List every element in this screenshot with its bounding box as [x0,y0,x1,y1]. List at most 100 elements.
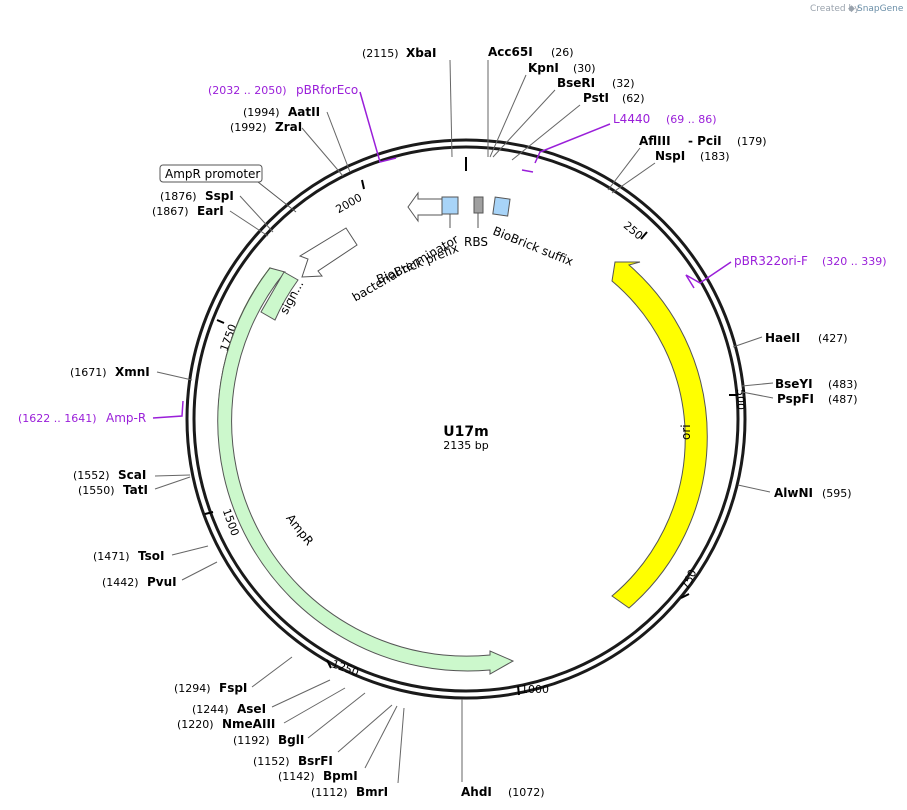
leader-pspfi [741,391,774,399]
leader-haeii [732,336,763,348]
site-bpmi-pos: (1142) [278,770,315,783]
site-nmeaiii-pos: (1220) [177,718,214,731]
ampr-outline-arc [217,267,499,667]
site-xbai-name: XbaI [406,46,436,60]
leader-bseyi [741,382,774,387]
primer-pbrforeco-range: (2032 .. 2050) [208,84,287,97]
leader-zrai [301,127,344,177]
site-pcii-name: - PciI [688,134,722,148]
leader-xmni [156,371,193,381]
site-pspfi-pos: (487) [828,393,858,406]
site-pcii-pos: (179) [737,135,767,148]
site-alwni-pos: (595) [822,487,852,500]
site-bsrfi-name: BsrFI [298,754,333,768]
leader-bgli [307,692,366,739]
site-nmeaiii-name: NmeAIII [222,717,275,731]
site-bseri-pos: (32) [612,77,635,90]
primer-ampr-name: Amp-R [106,411,146,425]
site-ahdi-name: AhdI [461,785,492,799]
leader-bpmi [364,705,398,769]
site-psti-name: PstI [583,91,609,105]
site-nspi-pos: (183) [700,150,730,163]
site-aatii-name: AatII [288,105,320,119]
leader-sspi [239,195,274,233]
tick-label-2000: 2000 [334,191,365,216]
site-bgli-name: BglI [278,733,304,747]
backbone-outer [185,138,747,700]
tick-1750 [216,319,225,324]
site-bseyi-pos: (483) [828,378,858,391]
leader-afliii [607,147,641,191]
primer-pbr322ori-name: pBR322ori-F [734,254,808,268]
ampr-label: AmpR [283,511,316,548]
leader-scai [154,474,191,477]
primer-pbr322ori-range: (320 .. 339) [822,255,887,268]
tick-label-1250: 1250 [330,657,361,679]
primer-pbrforeco-name: pBRforEco [296,83,358,97]
biobrick-suffix-label: BioBrick suffix [491,224,575,269]
credit-prefix: Created by [810,4,860,14]
tick-250 [640,231,648,240]
site-haeii-name: HaeII [765,331,800,345]
ampr-arrow [217,267,515,675]
site-scai-pos: (1552) [73,469,110,482]
leader-pvui [181,561,218,581]
biobrick-prefix-box [441,196,459,215]
ampr-promoter-label-box [159,164,263,183]
ori-label: ori [679,424,693,440]
snapgene-logo-icon: ◆ [848,4,855,14]
site-bseri-name: BseRI [557,76,595,90]
site-kpni-pos: (30) [573,62,596,75]
site-fspi-name: FspI [219,681,247,695]
backbone-inner [192,145,740,693]
site-afliii-name: AflIII [639,134,671,148]
site-pspfi-name: PspFI [777,392,814,406]
sig-peptide-box [260,271,299,321]
site-bmri-pos: (1112) [311,786,348,799]
plasmid-length: 2135 bp [443,439,488,452]
biobrick-suffix-box [492,196,511,217]
leader-asei [271,679,331,708]
tick-2000 [361,179,365,190]
ori-feature: ori [611,261,708,609]
site-asei-pos: (1244) [192,703,229,716]
site-haeii-pos: (427) [818,332,848,345]
credit-brand: SnapGene [857,4,904,14]
leader-bmri [397,707,405,784]
leader-eari [229,210,269,237]
site-zrai-pos: (1992) [230,121,267,134]
leader-kpni [489,74,527,158]
rbs-box [473,196,484,214]
site-sspi-pos: (1876) [160,190,197,203]
primer-l4440-range: (69 .. 86) [666,113,717,126]
site-bpmi-name: BpmI [323,769,358,783]
leader-xbai [449,59,453,158]
leader-aatii [326,111,351,173]
bacterial-terminator-arrow [298,227,358,278]
leader-alwni [737,484,771,493]
biobrick-parts: BioBrick prefix RBS BioBrick suffix [374,196,575,287]
site-eari-pos: (1867) [152,205,189,218]
site-xmni-pos: (1671) [70,366,107,379]
ampr-promoter-arrow [407,191,443,223]
biobrick-prefix-label: BioBrick prefix [374,241,460,287]
site-fspi-pos: (1294) [174,682,211,695]
ampr-promoter-label: AmpR promoter [165,167,260,181]
ampr-promoter-leader [257,181,297,213]
tick-1000 [517,685,520,696]
site-bmri-name: BmrI [356,785,388,799]
site-acc65i-pos: (26) [551,46,574,59]
leader-nmeaiii [283,687,346,724]
site-bseyi-name: BseYI [775,377,813,391]
site-xbai-pos: (2115) [362,47,399,60]
plasmid-name: U17m [443,424,488,440]
leader-bseri [492,89,556,158]
site-pvui-name: PvuI [147,575,177,589]
primer-pbrforeco-mark [359,91,397,163]
primer-ampr-range: (1622 .. 1641) [18,412,97,425]
site-asei-name: AseI [237,702,266,716]
site-nspi-name: NspI [655,149,685,163]
tick-label-500: 500 [734,389,747,410]
site-kpni-name: KpnI [528,61,559,75]
